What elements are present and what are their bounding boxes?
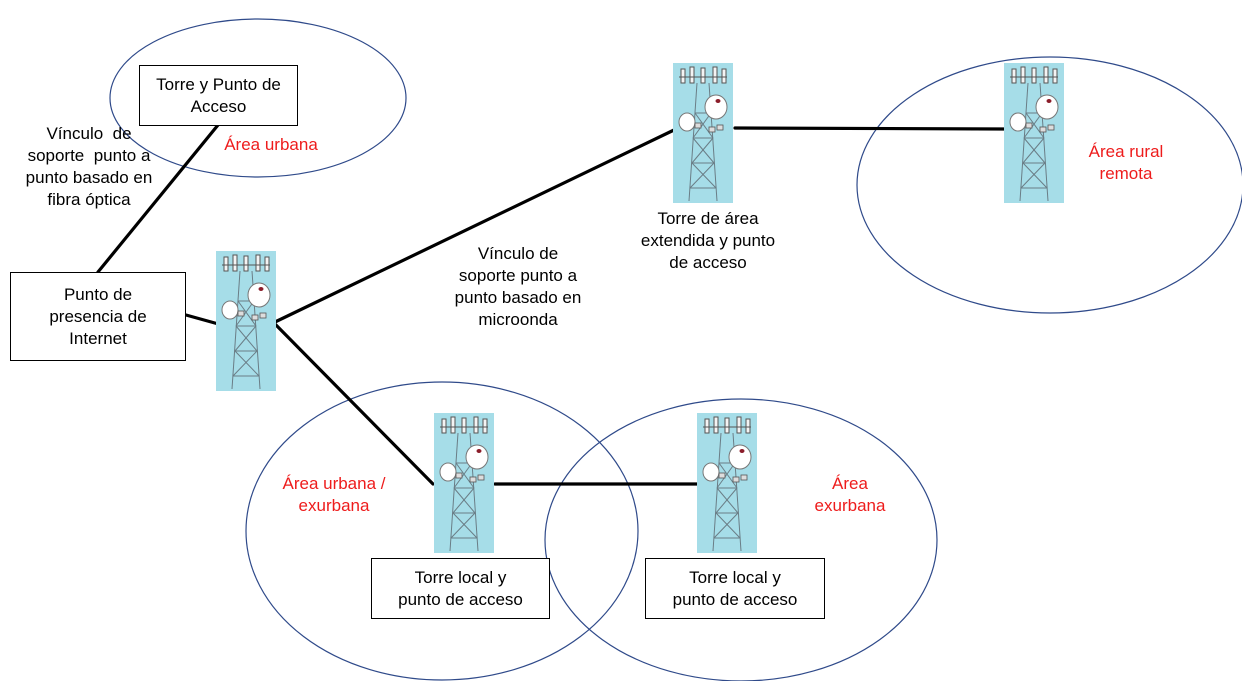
internet-pop-box: Punto de presencia de Internet [10, 272, 186, 361]
tower-access-box: Torre y Punto de Acceso [139, 65, 298, 126]
tower-extended-icon [672, 62, 734, 204]
area-exurban-ellipse [544, 398, 938, 681]
tower-center-icon [215, 250, 277, 392]
local-tower-right-box: Torre local y punto de acceso [645, 558, 825, 619]
area-urban-exurban-label: Área urbana / exurbana [282, 474, 386, 515]
fiber-link-line [96, 123, 220, 274]
microwave-link-line [273, 128, 676, 324]
microwave-link-label: Vínculo de soporte punto a punto basado … [454, 244, 582, 329]
tower-local-right-icon [696, 412, 758, 554]
area-exurban-label: Área exurbana [814, 474, 886, 515]
area-urban-label: Área urbana [224, 135, 318, 154]
local-tower-left-box: Torre local y punto de acceso [371, 558, 550, 619]
fiber-link-label: Vínculo de soporte punto a punto basado … [25, 124, 153, 209]
tower-rural-icon [1003, 62, 1065, 204]
area-rural-label: Área rural remota [1088, 142, 1164, 183]
rural-link-line [733, 126, 1006, 131]
area-urban-exurban-ellipse [245, 381, 639, 681]
local-link-line [273, 322, 435, 486]
area-urban-ellipse [109, 18, 407, 178]
extended-tower-label: Torre de área extendida y punto de acces… [640, 209, 776, 272]
area-rural-ellipse [856, 56, 1242, 314]
tower-local-left-icon [433, 412, 495, 554]
